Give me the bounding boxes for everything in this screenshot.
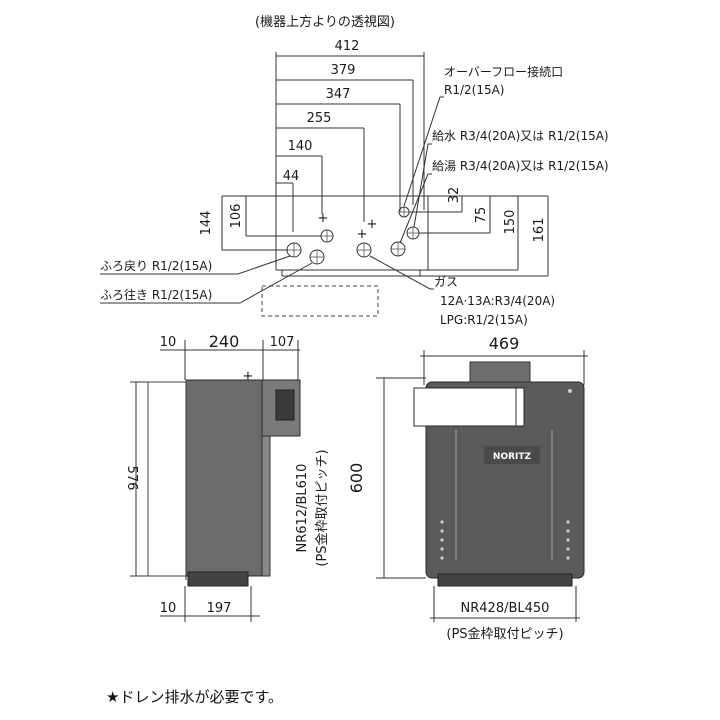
front-indicator-dots-left <box>440 520 444 560</box>
height-161: 161 <box>532 218 547 243</box>
height-150: 150 <box>503 210 518 235</box>
brand-plate <box>484 446 540 464</box>
width-140: 140 <box>288 139 313 154</box>
height-75: 75 <box>474 207 489 224</box>
top-left-dims: 144 106 <box>199 195 321 251</box>
front-top-fittings <box>469 361 531 383</box>
overflow-label: オーバーフロー接続口 <box>444 64 563 79</box>
hidden-cover <box>261 285 379 317</box>
side-vent-louver <box>275 389 295 421</box>
bath-supply-label: ふろ往き R1/2(15A) <box>100 287 212 302</box>
cross-mark-1: + <box>318 211 329 226</box>
top-view-title: (機器上方よりの透視図) <box>255 14 395 30</box>
side-dim-top-10: 10 <box>160 335 177 350</box>
side-pitch-label: NR612/BL610 <box>295 464 310 553</box>
side-front-edge <box>261 435 271 577</box>
side-dim-height-576: 576 <box>124 466 139 491</box>
side-body-back-outline <box>147 381 187 577</box>
top-body-outline <box>261 195 432 317</box>
side-dim-bottom-10: 10 <box>160 601 177 616</box>
height-144: 144 <box>199 211 214 236</box>
front-indicator-dots-right <box>566 520 570 560</box>
gas-city-label: 12A·13A:R3/4(20A) <box>440 294 555 308</box>
top-ports: + + + <box>286 206 420 265</box>
cross-mark-3: + <box>367 217 378 232</box>
overflow-size-label: R1/2(15A) <box>444 83 505 97</box>
front-top-screw <box>568 389 572 393</box>
bath-return-label: ふろ戻り R1/2(15A) <box>100 259 212 273</box>
height-32: 32 <box>447 187 462 204</box>
side-dim-top-240: 240 <box>209 332 240 351</box>
front-dim-width-469: 469 <box>489 334 520 353</box>
side-body-front <box>185 379 263 577</box>
width-44: 44 <box>283 169 300 184</box>
side-view: 10 240 107 + 576 NR612/BL610 (PS金枠取付ピッチ)… <box>124 332 330 622</box>
hot-water-label: 給湯 R3/4(20A)又は R1/2(15A) <box>432 159 609 173</box>
top-width-dims: 412 379 347 255 140 44 <box>275 39 425 232</box>
front-bottom-fittings <box>437 573 573 587</box>
side-bottom-fittings <box>187 571 249 587</box>
top-right-dims: 32 75 150 161 <box>409 187 549 277</box>
width-347: 347 <box>326 87 351 102</box>
drain-footnote: ★ドレン排水が必要です。 <box>106 688 283 706</box>
width-412: 412 <box>335 39 360 54</box>
front-view: 469 NORITZ 600 NR428/BL450 (PS金枠取付ピッチ) <box>347 334 588 642</box>
top-view: (機器上方よりの透視図) 412 379 347 255 140 44 <box>100 14 609 327</box>
water-supply-label: 給水 R3/4(20A)又は R1/2(15A) <box>432 129 609 143</box>
front-pitch-note: (PS金枠取付ピッチ) <box>446 626 563 642</box>
height-106: 106 <box>229 204 244 229</box>
side-plus-mark: + <box>243 369 254 384</box>
width-255: 255 <box>307 111 332 126</box>
gas-label: ガス <box>434 275 458 289</box>
front-exhaust-hood <box>413 387 525 427</box>
top-callouts: オーバーフロー接続口 R1/2(15A) 給水 R3/4(20A)又は R1/2… <box>100 64 609 327</box>
side-dim-top-107: 107 <box>270 335 295 350</box>
cross-mark-2: + <box>357 227 368 242</box>
front-pitch-label: NR428/BL450 <box>461 601 550 616</box>
width-379: 379 <box>331 63 356 78</box>
side-pitch-note: (PS金枠取付ピッチ) <box>314 449 330 566</box>
front-dim-height-600: 600 <box>347 463 366 494</box>
side-dim-bottom-197: 197 <box>207 601 232 616</box>
gas-lpg-label: LPG:R1/2(15A) <box>440 313 528 327</box>
brand-logo: NORITZ <box>493 452 532 462</box>
